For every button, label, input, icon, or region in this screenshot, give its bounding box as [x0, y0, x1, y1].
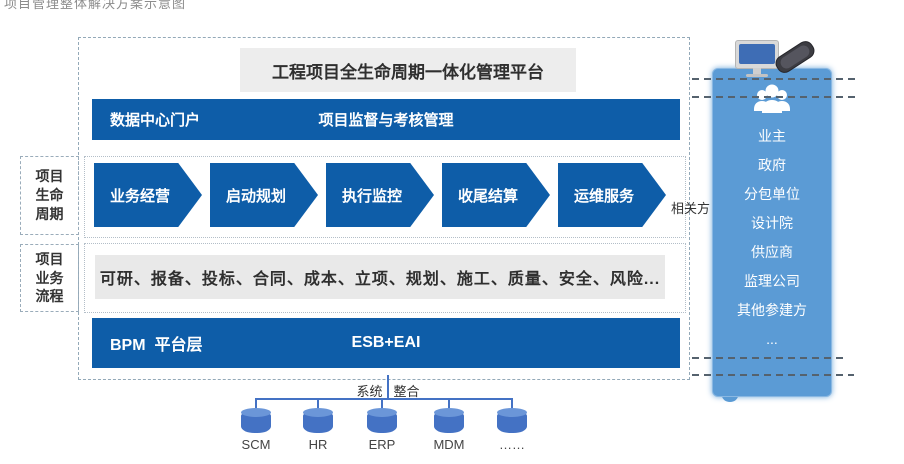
stage-arrow-execution-monitoring: 执行监控 — [326, 163, 434, 227]
monitor-screen — [739, 44, 775, 64]
stage-arrow-operation-maintenance: 运维服务 — [558, 163, 666, 227]
database-cylinder-icon — [497, 408, 527, 433]
stakeholder-item: 政府 — [758, 157, 786, 173]
stakeholders-tag: 相关方 — [671, 201, 711, 216]
system-name-erp: ERP — [368, 437, 396, 452]
connector-line — [511, 399, 513, 411]
stakeholder-item: 业主 — [758, 128, 786, 144]
bpm-layer-label: BPM 平台层 — [110, 337, 203, 354]
connector-dashed-line — [692, 78, 855, 80]
connector-line — [317, 399, 319, 411]
stage-arrow-business-operation: 业务经营 — [94, 163, 202, 227]
lifecycle-stages: 业务经营 启动规划 执行监控 收尾结算 运维服务 — [94, 163, 666, 227]
lifecycle-row-band — [84, 156, 686, 238]
stakeholders-list: 业主 政府 分包单位 设计院 供应商 监理公司 其他参建方 ... — [737, 122, 807, 354]
business-row-band — [84, 243, 686, 313]
connector-dashed-line — [692, 96, 860, 98]
stakeholders-group-icon — [750, 82, 794, 118]
system-integration-label: 系统 整合 — [345, 381, 431, 400]
page-caption: 项目管理整体解决方案示意图 — [4, 0, 187, 11]
platform-title: 工程项目全生命周期一体化管理平台 — [240, 48, 576, 92]
connector-line — [381, 399, 383, 411]
database-cylinder-icon — [434, 408, 464, 433]
monitor-icon — [735, 40, 779, 77]
bpm-platform-bar: BPM 平台层 ESB+EAI — [92, 318, 680, 368]
system-name-scm: SCM — [241, 437, 271, 452]
stage-arrow-initiation-planning: 启动规划 — [210, 163, 318, 227]
database-cylinder-icon — [367, 408, 397, 433]
portal-bar: 数据中心门户 项目监督与考核管理 — [92, 99, 680, 140]
integration-branch-line — [255, 398, 513, 400]
stakeholder-item: 供应商 — [751, 244, 793, 260]
connector-dashed-line — [692, 374, 854, 376]
system-name-mdm: MDM — [433, 437, 465, 452]
business-process-list: 可研、报备、投标、合同、成本、立项、规划、施工、质量、安全、风险... — [95, 255, 665, 299]
stakeholder-item: ... — [766, 331, 778, 347]
data-center-portal-label: 数据中心门户 — [110, 112, 201, 129]
lifecycle-row-label: 项目 生命 周期 — [20, 156, 79, 235]
database-cylinder-icon — [303, 408, 333, 433]
stakeholder-item: 分包单位 — [744, 186, 800, 202]
stakeholder-item: 设计院 — [751, 215, 793, 231]
supervision-assessment-label: 项目监督与考核管理 — [318, 112, 454, 129]
stage-arrow-closeout-settlement: 收尾结算 — [442, 163, 550, 227]
stakeholder-item: 监理公司 — [744, 273, 800, 289]
connector-dashed-line — [692, 357, 848, 359]
connector-line — [255, 399, 257, 411]
integration-trunk-line — [387, 375, 389, 399]
business-row-label: 项目 业务 流程 — [20, 244, 79, 312]
system-name-more: …… — [499, 437, 525, 452]
esb-eai-label: ESB+EAI — [351, 334, 421, 351]
connector-line — [448, 399, 450, 411]
stakeholder-item: 其他参建方 — [737, 302, 807, 318]
stakeholders-panel: 业主 政府 分包单位 设计院 供应商 监理公司 其他参建方 ... — [712, 68, 832, 397]
database-cylinder-icon — [241, 408, 271, 433]
system-name-hr: HR — [308, 437, 328, 452]
